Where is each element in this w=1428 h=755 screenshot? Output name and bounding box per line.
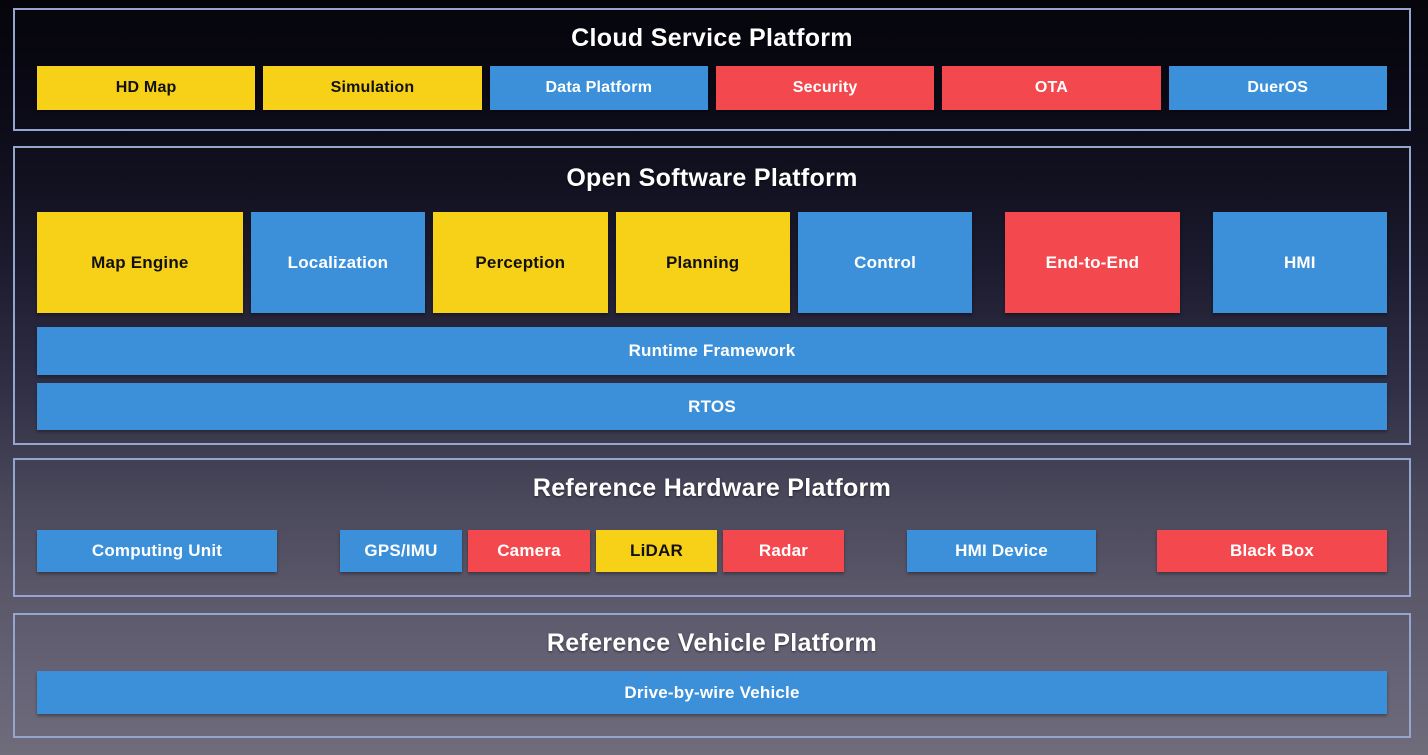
box-hd-map: HD Map — [37, 66, 256, 110]
software-modules-row: Map Engine Localization Perception Plann… — [15, 212, 1409, 313]
box-ota: OTA — [942, 66, 1161, 110]
bar-runtime-framework: Runtime Framework — [37, 327, 1387, 375]
box-lidar: LiDAR — [596, 530, 717, 572]
box-radar: Radar — [723, 530, 844, 572]
module-control: Control — [797, 212, 973, 313]
box-camera: Camera — [468, 530, 590, 572]
module-planning: Planning — [615, 212, 790, 313]
cloud-service-platform-panel: Cloud Service Platform HD Map Simulation… — [13, 8, 1411, 131]
cloud-platform-title: Cloud Service Platform — [571, 24, 853, 52]
module-localization: Localization — [250, 212, 426, 313]
module-end-to-end: End-to-End — [1005, 212, 1180, 313]
cloud-boxes-row: HD Map Simulation Data Platform Security… — [15, 66, 1409, 110]
box-gps-imu: GPS/IMU — [340, 530, 462, 572]
module-hmi: HMI — [1212, 212, 1388, 313]
hardware-boxes-row: Computing Unit GPS/IMU Camera LiDAR Rada… — [15, 530, 1409, 572]
reference-hardware-platform-panel: Reference Hardware Platform Computing Un… — [13, 458, 1411, 597]
software-platform-title: Open Software Platform — [566, 164, 858, 192]
bar-rtos: RTOS — [37, 383, 1387, 430]
open-software-platform-panel: Open Software Platform Map Engine Locali… — [13, 146, 1411, 445]
module-perception: Perception — [433, 212, 608, 313]
box-data-platform: Data Platform — [489, 66, 708, 110]
box-simulation: Simulation — [263, 66, 482, 110]
reference-vehicle-platform-panel: Reference Vehicle Platform Drive-by-wire… — [13, 613, 1411, 738]
bar-drive-by-wire-vehicle: Drive-by-wire Vehicle — [37, 671, 1387, 714]
box-hmi-device: HMI Device — [907, 530, 1096, 572]
box-computing-unit: Computing Unit — [37, 530, 277, 572]
box-security: Security — [715, 66, 935, 110]
box-dueros: DuerOS — [1168, 66, 1387, 110]
vehicle-platform-title: Reference Vehicle Platform — [546, 629, 878, 657]
box-black-box: Black Box — [1157, 530, 1387, 572]
module-map-engine: Map Engine — [37, 212, 243, 313]
hardware-platform-title: Reference Hardware Platform — [532, 474, 892, 502]
